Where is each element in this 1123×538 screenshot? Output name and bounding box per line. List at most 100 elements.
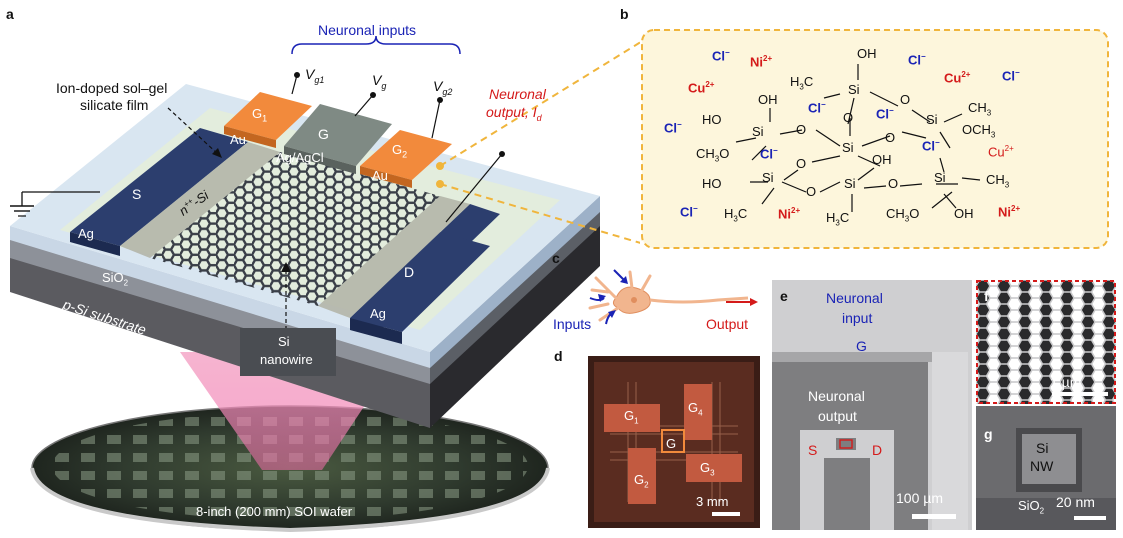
sem-f-scale-label: 1 µm [1050,374,1082,390]
chem-ho-bottom: HO [702,176,722,191]
sio2-label: SiO2 [102,270,129,288]
ion-cu-2: Cu2+ [944,70,971,86]
ion-cl-7: Cl− [760,146,778,162]
panel-label-g: g [984,426,993,442]
chem-si-center: Si [842,140,854,155]
vg-label: Vg [372,72,387,91]
ion-cl-4: Cl− [808,100,826,116]
ion-cl-1: Cl− [712,48,730,64]
ion-cl-3: Cl− [1002,68,1020,84]
chem-ch3-right: CH3 [968,100,992,118]
si-nanowire-label-line1: Si [278,334,290,349]
chip-pad-g2 [628,448,656,504]
ion-cl-9: Cl− [680,204,698,220]
panel-label-d: d [554,348,563,364]
tem-g-scale-label: 20 nm [1056,494,1095,510]
chem-si-bm: Si [844,176,856,191]
chem-ho-left: HO [702,112,722,127]
device-schematic [10,35,640,533]
chem-h3c-bl: H3C [724,206,748,224]
chip-photo [588,356,760,528]
tem-g-scale-bar [1074,516,1106,520]
chem-si-br: Si [934,170,946,185]
substrate-front-face [10,248,430,428]
ag-left-label: Ag [78,226,94,241]
chem-oh-mid: OH [872,152,892,167]
tem-g-nw-label: NW [1030,458,1054,474]
silicate-structure-diagram [641,29,1109,249]
neuronal-output-line2: output, Id [486,104,542,123]
neuronal-inputs-label: Neuronal inputs [318,22,417,38]
chem-och3-right: OCH3 [962,122,996,140]
au-left-label: Au [230,132,246,147]
ion-ni-1: Ni2+ [750,54,773,70]
wafer-label: 8-inch (200 mm) SOI wafer [196,504,353,519]
panel-label-f: f [984,288,989,304]
chem-si-bl: Si [762,170,774,185]
panel-label-a: a [6,6,14,22]
chem-o-2: O [843,110,854,125]
chem-ch3-br: CH3 [986,172,1010,190]
tem-g-sio2-label: SiO2 [1018,498,1045,516]
chem-oh-top: OH [857,46,877,61]
chip-pad-g3 [686,454,742,482]
vg1-label: Vg1 [305,66,325,85]
chip-g3-label: G3 [700,460,715,478]
au-right-label: Au [372,168,388,183]
si-nanowire-label-line2: nanowire [260,352,313,367]
inputs-brace [291,35,461,55]
chip-scale-label: 3 mm [696,494,729,509]
tem-g-si-label: Si [1036,440,1049,456]
sem-e-s-label: S [808,442,818,458]
chip-scale-bar [712,512,740,516]
sem-image-f [976,280,1116,404]
ion-cu-3: Cu2+ [988,144,1014,160]
panel-label-b: b [620,6,629,22]
g2-label: G2 [392,142,408,160]
si-nanowire-mesh [150,152,440,306]
source-electrode [70,128,248,246]
wafer-edge [30,467,550,533]
chem-o-4: O [885,130,896,145]
chip-g4-label: G4 [688,400,703,418]
chem-o-7: O [888,176,899,191]
ion-ni-2: Ni2+ [778,206,801,222]
chem-si-top: Si [848,82,860,97]
chem-h3c-bm: H3C [826,210,850,228]
panel-label-e: e [780,288,788,304]
drain-electrode-top [350,232,490,332]
chem-si-left: Si [752,124,764,139]
panel-label-c: c [552,250,560,266]
chip-pad-g1 [604,404,660,432]
chip-g2-label: G2 [634,472,649,490]
d-label: D [404,264,415,280]
film-label-line2: silicate film [80,97,149,113]
neuronal-output-line1: Neuronal [489,86,546,102]
ion-cl-6: Cl− [664,120,682,136]
ion-cl-5: Cl− [876,106,894,122]
chip-center-g [661,429,685,453]
gate-g1 [224,92,312,140]
sem-e-output-line1: Neuronal [808,388,865,404]
gate-g2 [360,130,452,180]
sem-e-scale-bar [912,514,956,519]
output-label: Output [706,316,749,332]
vg2-label: Vg2 [433,78,453,97]
ion-cu-1: Cu2+ [688,80,715,96]
substrate-right-face [430,218,600,428]
si-nanowire-label-box [240,328,336,376]
chem-o-1: O [900,92,911,107]
gate-g [284,104,392,166]
sem-e-output-line2: output [818,408,857,424]
chip-pad-g4 [684,384,712,440]
chem-h3c-top: H3C [790,74,814,92]
sem-e-input-line2: input [842,310,873,326]
ag-right-label: Ag [370,306,386,321]
g1-label: G1 [252,106,268,124]
sem-f-scale-bar [1052,392,1108,396]
chip-g-label: G [666,436,677,451]
g-label: G [318,126,329,142]
chem-o-5: O [796,156,807,171]
neuron-illustration [588,269,758,325]
sem-image-e [772,280,972,530]
